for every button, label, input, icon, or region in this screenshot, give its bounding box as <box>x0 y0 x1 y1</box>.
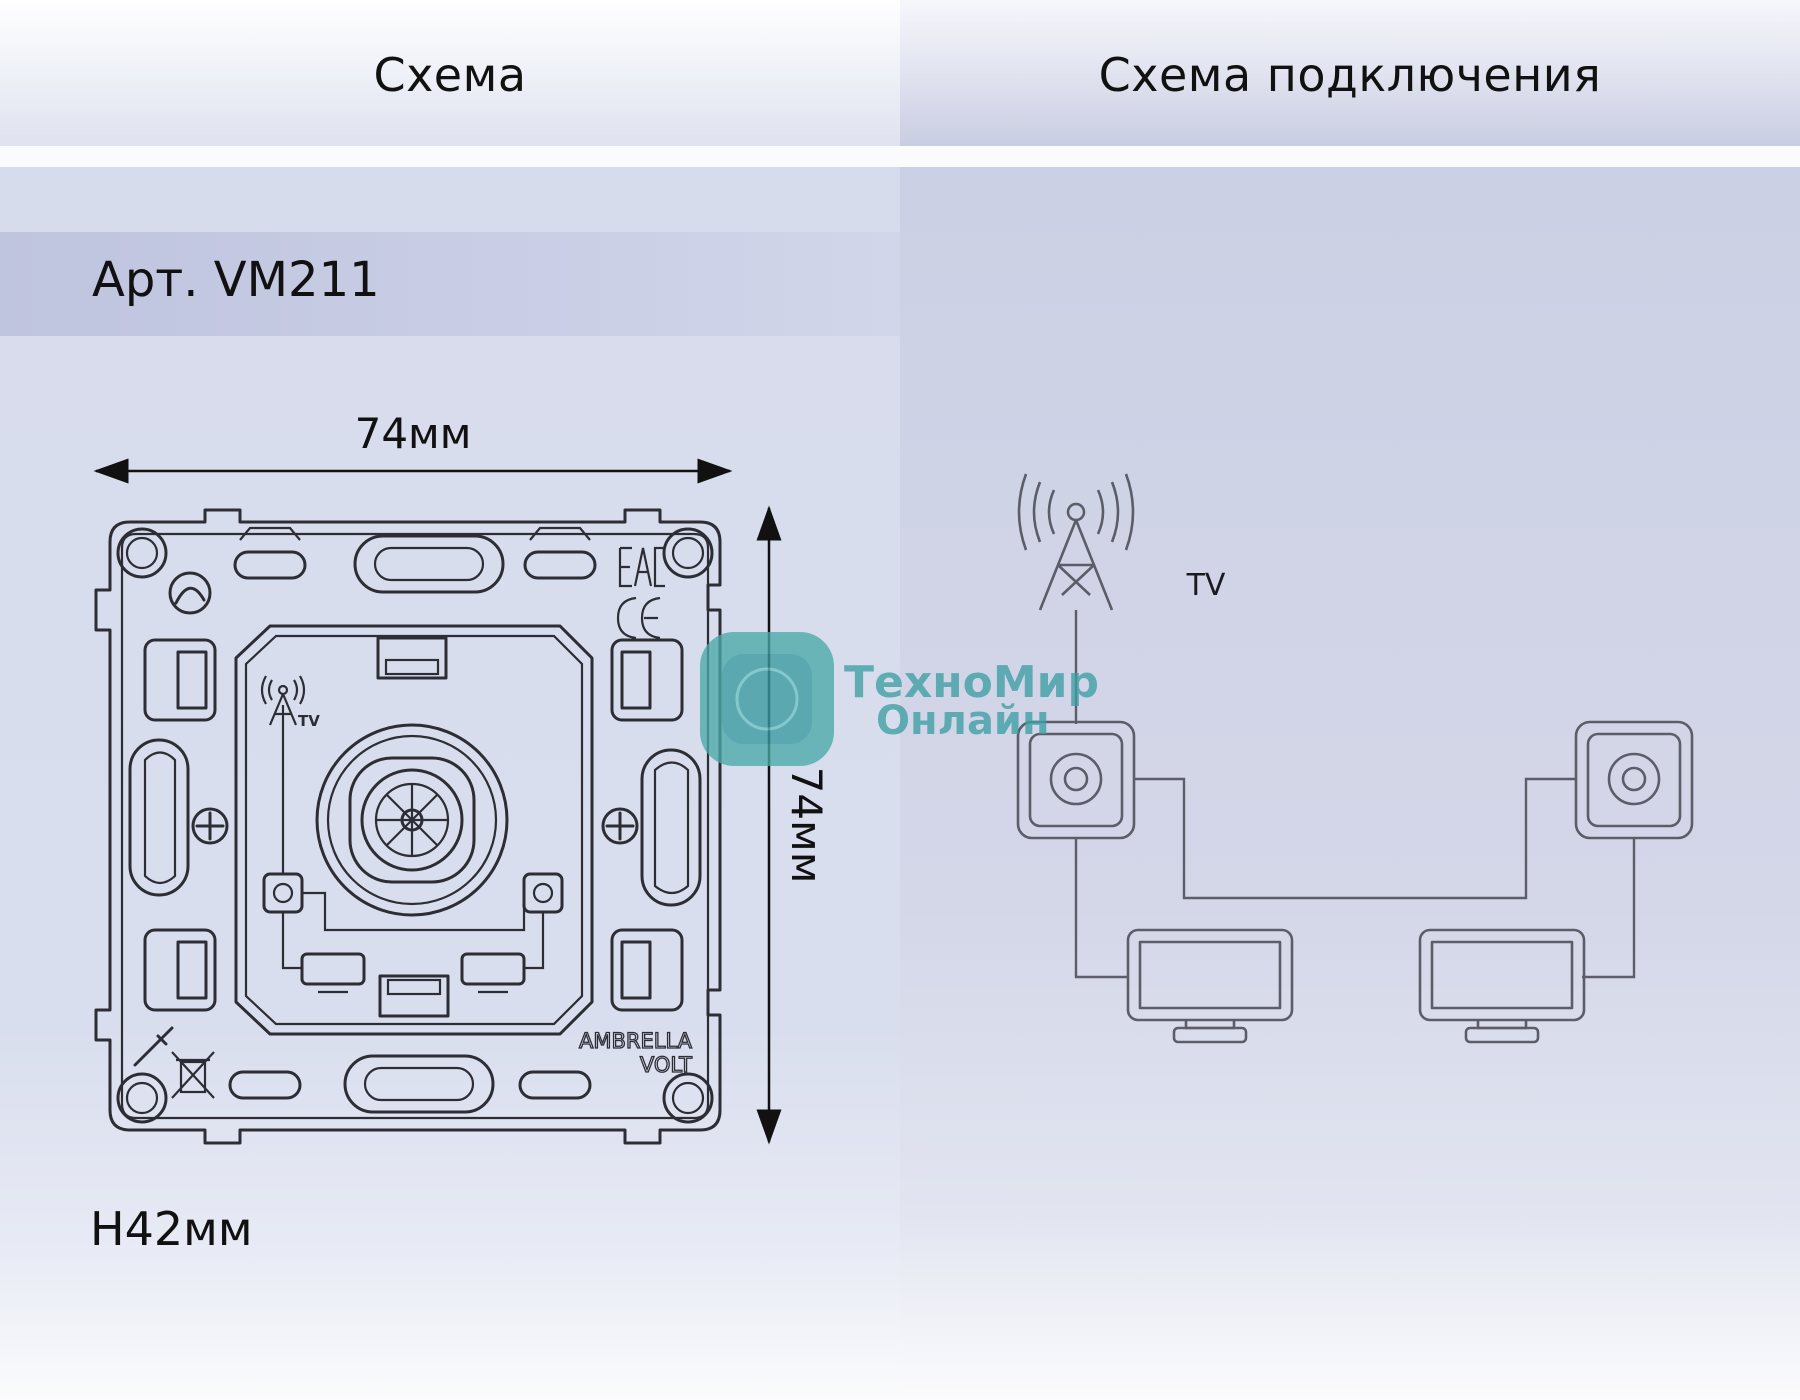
tv2-wire <box>1582 838 1636 979</box>
right-screw <box>601 807 639 845</box>
connection-diagram: TV <box>1016 473 1694 1044</box>
height-dimension: 74мм <box>756 505 831 1145</box>
inner-module <box>234 624 594 1036</box>
left-screw <box>191 807 229 845</box>
antenna-tv-label: TV <box>1186 568 1226 603</box>
watermark-line2: Онлайн <box>876 698 1050 744</box>
tv-monitor-icon <box>1418 928 1586 1044</box>
watermark: ТехноМир Онлайн <box>700 632 1099 766</box>
device-outer-frame <box>94 508 722 1145</box>
module-tv-mark: TV <box>298 712 320 730</box>
tv1-wire <box>1074 838 1128 979</box>
left-panel-background <box>0 167 900 1400</box>
brand-logo-icon <box>168 571 212 615</box>
link-wire <box>1134 777 1576 900</box>
left-header-title: Схема <box>373 48 527 102</box>
ce-mark-icon <box>616 596 661 640</box>
antenna-tower-icon <box>1017 473 1135 611</box>
right-panel-background <box>900 167 1800 1400</box>
socket-icon <box>1574 720 1694 840</box>
width-dimension-label: 74мм <box>355 409 472 458</box>
left-header: Схема <box>0 0 900 146</box>
device-brand-line1: AMBRELLA <box>579 1029 693 1053</box>
height-dimension-label: 74мм <box>782 767 831 884</box>
width-dimension: 74мм <box>93 409 733 484</box>
right-header: Схема подключения <box>900 0 1800 146</box>
article-label: Арт. VM211 <box>92 252 380 308</box>
device-drawing: TV AMBRELLA VOLT <box>94 508 722 1145</box>
depth-label: H42мм <box>90 1202 253 1256</box>
screwdriver-icon <box>133 1026 174 1067</box>
crossed-bin-icon <box>171 1051 215 1099</box>
article-band <box>0 232 900 336</box>
device-brand-line2: VOLT <box>640 1053 692 1077</box>
watermark-line1: ТехноМир <box>844 657 1099 708</box>
eac-mark-icon <box>618 546 665 588</box>
right-header-title: Схема подключения <box>1098 48 1602 102</box>
socket-icon <box>1016 720 1136 840</box>
module-antenna-icon <box>260 675 306 726</box>
tv-monitor-icon <box>1126 928 1294 1044</box>
